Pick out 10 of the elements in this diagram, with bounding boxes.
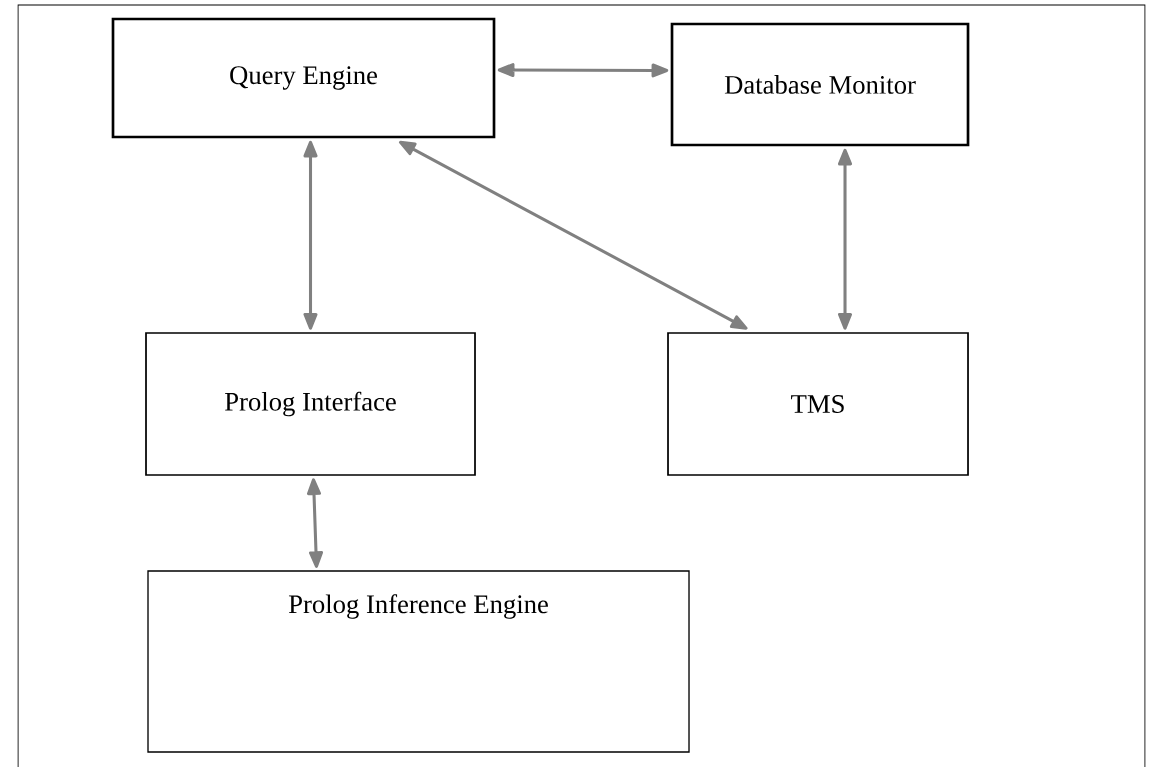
arrow (838, 148, 853, 330)
process-box: Prolog Inference Engine (147, 570, 690, 753)
arrow (497, 63, 669, 78)
process-box: Prolog Interface (145, 332, 476, 476)
arrow (303, 140, 318, 330)
arrow (306, 478, 324, 568)
process-box: TMS (667, 332, 969, 476)
process-box: Query Engine (111, 17, 496, 139)
process-box: Database Monitor (670, 22, 970, 147)
arrow (398, 140, 748, 330)
